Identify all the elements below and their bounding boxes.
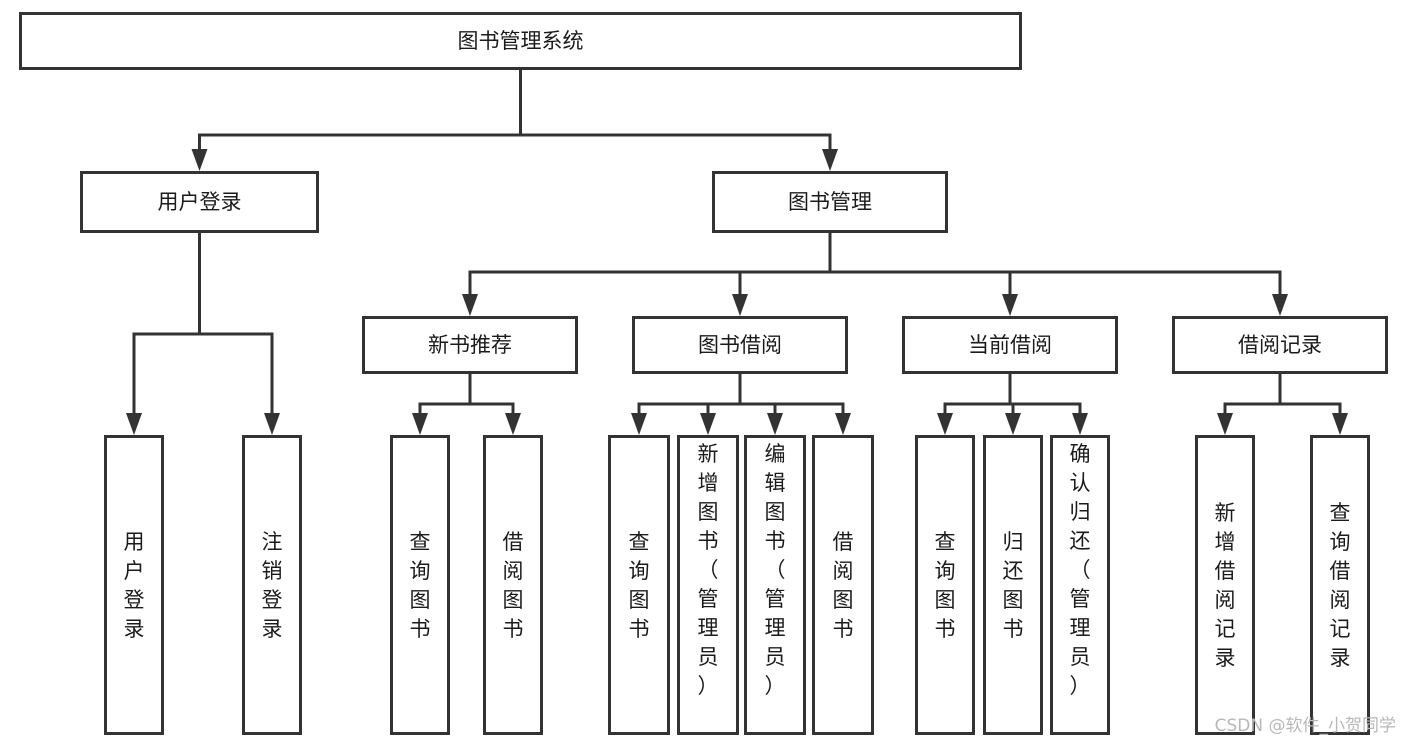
arrow-head-icon xyxy=(1217,413,1233,435)
node-box[interactable] xyxy=(80,171,319,233)
edge-group-from-book-management xyxy=(462,231,1288,316)
node-label: 查询图书 xyxy=(629,530,650,641)
node-box[interactable] xyxy=(1195,435,1255,735)
node-leaf-edit-book[interactable]: 编辑图书（管理员） xyxy=(744,435,806,735)
node-leaf-query-record[interactable]: 查询借阅记录 xyxy=(1310,435,1370,735)
node-label: 查询借阅记录 xyxy=(1330,501,1351,670)
arrow-head-icon xyxy=(631,413,647,435)
node-label: 查询图书 xyxy=(935,530,956,641)
node-leaf-user-login[interactable]: 用户登录 xyxy=(104,435,164,735)
node-leaf-borrow-book[interactable]: 借阅图书 xyxy=(812,435,874,735)
node-label: 图书管理系统 xyxy=(458,29,584,53)
node-label: 新书推荐 xyxy=(428,333,512,357)
node-box[interactable] xyxy=(104,435,164,735)
node-box[interactable] xyxy=(902,316,1118,374)
node-label: 图书借阅 xyxy=(698,333,782,357)
node-label: 查询图书 xyxy=(410,530,431,641)
node-book-management[interactable]: 图书管理 xyxy=(712,171,948,233)
node-layer: 图书管理系统用户登录图书管理新书推荐图书借阅当前借阅借阅记录用户登录注销登录查询… xyxy=(19,12,1388,735)
node-label: 图书管理 xyxy=(788,190,872,214)
node-label: 注销登录 xyxy=(262,530,283,641)
node-label: 归还图书 xyxy=(1003,530,1024,641)
arrow-head-icon xyxy=(732,294,748,316)
node-box[interactable] xyxy=(1310,435,1370,735)
node-leaf-add-book[interactable]: 新增图书（管理员） xyxy=(677,435,739,735)
node-box[interactable] xyxy=(242,435,302,735)
node-label: 用户登录 xyxy=(158,190,242,214)
arrow-head-icon xyxy=(1002,294,1018,316)
edge-group-from-current-borrow xyxy=(937,372,1088,435)
edge-group-from-root xyxy=(191,68,838,171)
arrow-head-icon xyxy=(264,413,280,435)
arrow-head-icon xyxy=(700,413,716,435)
arrow-head-icon xyxy=(835,413,851,435)
arrow-head-icon xyxy=(191,149,208,171)
node-label: 新增图书（管理员） xyxy=(698,442,719,698)
node-new-book-recommend[interactable]: 新书推荐 xyxy=(362,316,578,374)
edge-group-from-user-login xyxy=(126,231,280,435)
node-box[interactable] xyxy=(915,435,975,735)
node-box[interactable] xyxy=(812,435,874,735)
node-label: 当前借阅 xyxy=(968,333,1052,357)
arrow-head-icon xyxy=(767,413,783,435)
watermark-label: CSDN @软件_小贺同学 xyxy=(1215,716,1396,736)
node-leaf-query-book-rec[interactable]: 查询图书 xyxy=(390,435,450,735)
node-box[interactable] xyxy=(19,12,1022,70)
arrow-head-icon xyxy=(1072,413,1088,435)
node-box[interactable] xyxy=(983,435,1043,735)
node-user-login[interactable]: 用户登录 xyxy=(80,171,319,233)
node-box[interactable] xyxy=(677,435,739,735)
node-box[interactable] xyxy=(1172,316,1388,374)
edge-group-from-borrow-records xyxy=(1217,372,1348,435)
arrow-head-icon xyxy=(1272,294,1288,316)
node-label: 确认归还（管理员） xyxy=(1070,442,1091,698)
node-box[interactable] xyxy=(712,171,948,233)
edge-layer xyxy=(126,68,1348,435)
arrow-head-icon xyxy=(822,149,838,171)
edge-group-from-book-borrow xyxy=(631,372,851,435)
node-leaf-query-book-borrow[interactable]: 查询图书 xyxy=(608,435,670,735)
node-leaf-confirm-return[interactable]: 确认归还（管理员） xyxy=(1050,435,1110,735)
arrow-head-icon xyxy=(126,413,142,435)
node-label: 编辑图书（管理员） xyxy=(765,442,786,698)
node-leaf-query-book-cur[interactable]: 查询图书 xyxy=(915,435,975,735)
arrow-head-icon xyxy=(1332,413,1348,435)
arrow-head-icon xyxy=(412,413,428,435)
node-box[interactable] xyxy=(362,316,578,374)
node-leaf-borrow-book-rec[interactable]: 借阅图书 xyxy=(483,435,543,735)
node-label: 借阅图书 xyxy=(503,530,524,641)
node-borrow-records[interactable]: 借阅记录 xyxy=(1172,316,1388,374)
arrow-head-icon xyxy=(505,413,521,435)
arrow-head-icon xyxy=(1005,413,1021,435)
arrow-head-icon xyxy=(462,294,478,316)
arrow-head-icon xyxy=(937,413,953,435)
node-label: 用户登录 xyxy=(124,530,145,641)
node-leaf-logout[interactable]: 注销登录 xyxy=(242,435,302,735)
node-leaf-add-record[interactable]: 新增借阅记录 xyxy=(1195,435,1255,735)
node-label: 借阅图书 xyxy=(833,530,854,641)
node-label: 借阅记录 xyxy=(1238,333,1322,357)
edge-group-from-new-book-recommend xyxy=(412,372,521,435)
node-box[interactable] xyxy=(483,435,543,735)
node-box[interactable] xyxy=(390,435,450,735)
node-box[interactable] xyxy=(744,435,806,735)
node-box[interactable] xyxy=(608,435,670,735)
node-current-borrow[interactable]: 当前借阅 xyxy=(902,316,1118,374)
node-box[interactable] xyxy=(1050,435,1110,735)
node-label: 新增借阅记录 xyxy=(1215,501,1236,670)
node-book-borrow[interactable]: 图书借阅 xyxy=(632,316,848,374)
node-root-图书管理系统[interactable]: 图书管理系统 xyxy=(19,12,1022,70)
node-box[interactable] xyxy=(632,316,848,374)
node-leaf-return-book[interactable]: 归还图书 xyxy=(983,435,1043,735)
